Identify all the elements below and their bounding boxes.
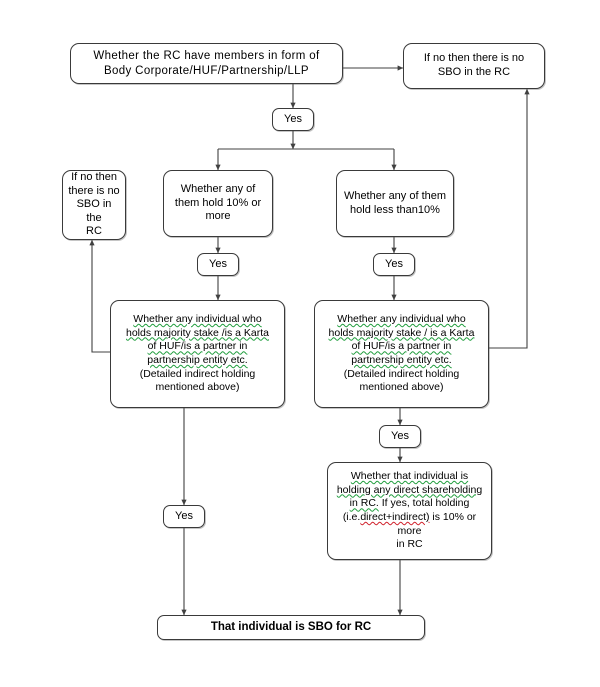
node-yes-4-label: Yes	[391, 429, 409, 442]
node-branch-right-question-label: Whether any of them hold less than10%	[343, 189, 447, 216]
node-branch-left-question-label: Whether any of them hold 10% or more	[174, 183, 262, 223]
node-direct-holding-label: Whether that individual is holding any d…	[328, 470, 491, 552]
node-yes-2[interactable]: Yes	[197, 253, 239, 276]
node-top-right-no-sbo[interactable]: If no then there is no SBO in the RC	[403, 43, 545, 89]
node-direct-holding[interactable]: Whether that individual is holding any d…	[327, 462, 492, 560]
node-branch-left-question[interactable]: Whether any of them hold 10% or more	[163, 170, 273, 237]
edge-kartaright-to-topright	[489, 88, 530, 349]
node-yes-1-label: Yes	[284, 112, 302, 125]
node-top-question[interactable]: Whether the RC have members in form of B…	[70, 43, 343, 84]
node-karta-left[interactable]: Whether any individual who holds majorit…	[110, 300, 285, 408]
node-yes-5-label: Yes	[175, 509, 193, 522]
node-top-question-label: Whether the RC have members in form of B…	[93, 50, 320, 77]
node-yes-5[interactable]: Yes	[163, 505, 205, 528]
node-left-no-sbo-label: If no then there is no SBO in the RC	[68, 171, 120, 238]
node-yes-4[interactable]: Yes	[379, 425, 421, 448]
node-yes-1[interactable]: Yes	[272, 108, 314, 131]
node-branch-right-question[interactable]: Whether any of them hold less than10%	[336, 170, 454, 237]
edge-kartaleft-to-leftnosbo	[89, 239, 110, 353]
direct-holding-underlined-part: Whether that individual is holding any d…	[336, 470, 483, 510]
node-karta-right-main: Whether any individual who holds majorit…	[328, 313, 475, 366]
node-karta-left-main: Whether any individual who holds majorit…	[126, 313, 269, 366]
node-final-result[interactable]: That individual is SBO for RC	[157, 615, 425, 640]
node-karta-right[interactable]: Whether any individual who holds majorit…	[314, 300, 489, 408]
node-left-no-sbo[interactable]: If no then there is no SBO in the RC	[62, 170, 126, 240]
node-yes-3-label: Yes	[385, 257, 403, 270]
node-final-result-label: That individual is SBO for RC	[210, 621, 372, 634]
direct-holding-red-part: direct+indirect)	[360, 511, 430, 523]
node-yes-3[interactable]: Yes	[373, 253, 415, 276]
node-top-right-no-sbo-label: If no then there is no SBO in the RC	[423, 52, 525, 78]
node-karta-left-note: (Detailed indirect holding mentioned abo…	[139, 367, 256, 394]
node-karta-right-note: (Detailed indirect holding mentioned abo…	[343, 367, 460, 394]
direct-holding-rest-b: is 10% or more in RC	[396, 511, 477, 551]
direct-holding-rest-a: If yes, total holding (i.e.	[342, 497, 470, 523]
node-yes-2-label: Yes	[209, 257, 227, 270]
